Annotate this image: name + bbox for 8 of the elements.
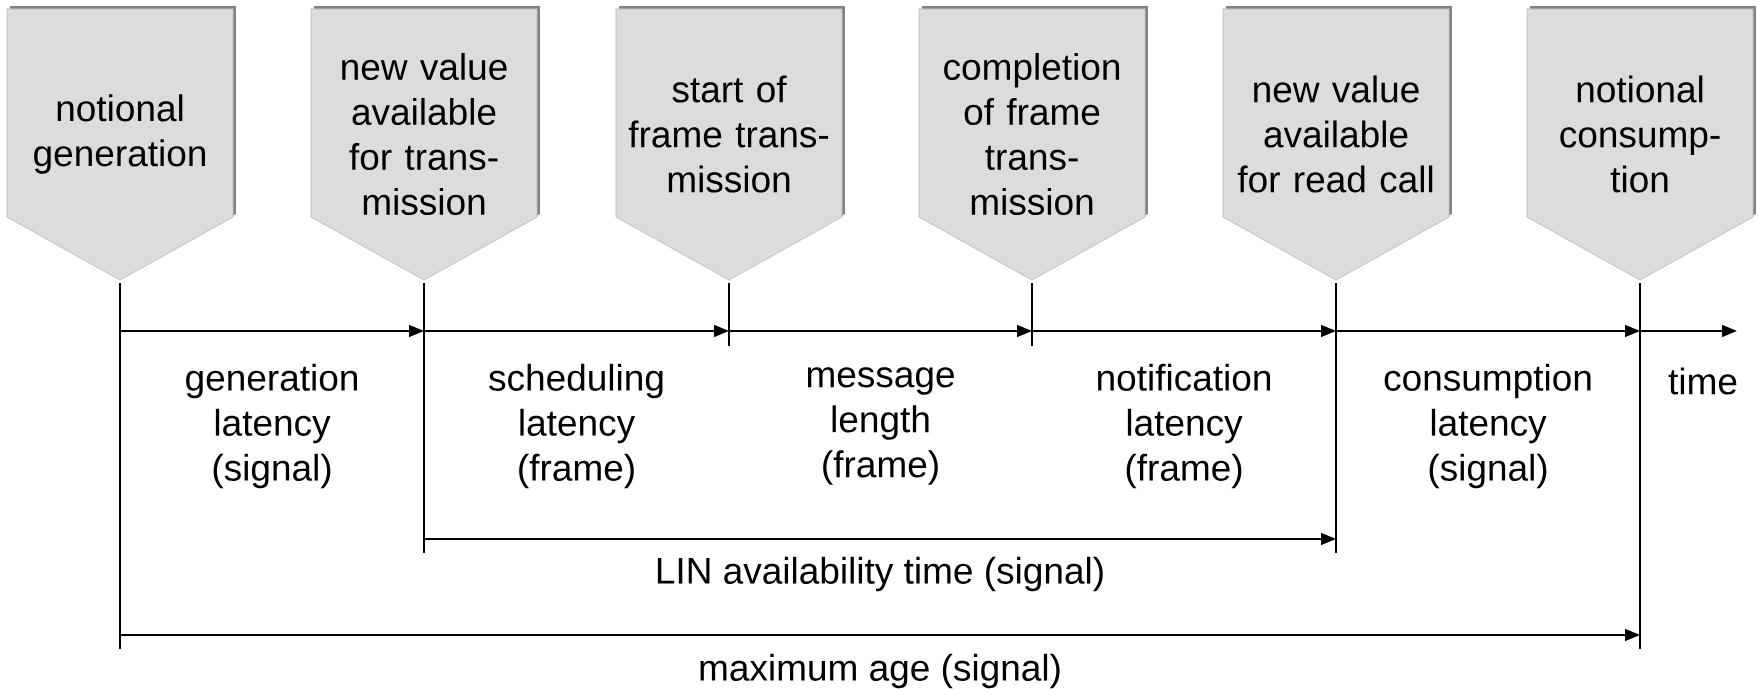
edge-label: LIN availability time (signal) [657,556,1103,592]
edge-label: consumption latency (signal) [1384,363,1591,489]
edge-label: notification latency (frame) [1098,363,1271,489]
edge-label: generation latency (signal) [186,363,357,489]
edge-label: scheduling latency (frame) [489,363,663,489]
edge-label: message length (frame) [807,367,954,485]
edge-label: maximum age (signal) [700,653,1060,689]
edge-label: time [1668,367,1737,395]
